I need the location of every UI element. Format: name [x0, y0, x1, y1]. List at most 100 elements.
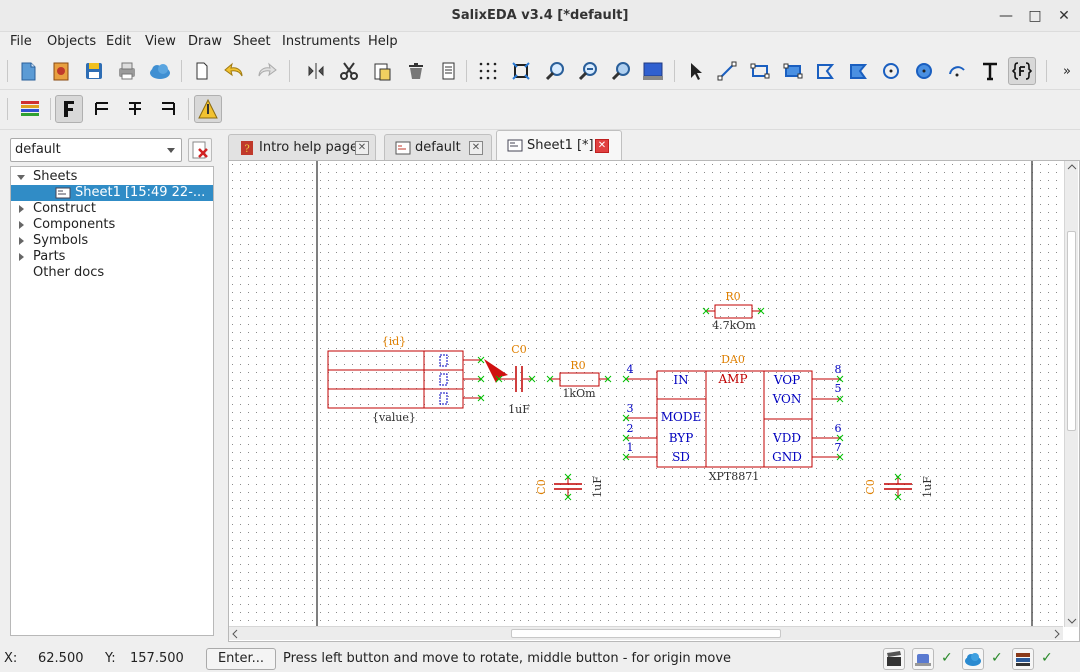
draw-field-icon[interactable]	[1008, 57, 1036, 85]
draw-filled-circle-icon[interactable]	[910, 57, 938, 85]
menu-draw[interactable]: Draw	[188, 34, 222, 49]
paste-icon[interactable]	[368, 57, 396, 85]
resistor-1k[interactable]: R0 1kOm	[546, 359, 612, 400]
clapperboard-icon[interactable]	[883, 648, 905, 670]
tree-item-symbols[interactable]: Symbols	[11, 233, 213, 249]
tree-item-construct[interactable]: Construct	[11, 201, 213, 217]
capacitor-c0-vertical-right[interactable]: C0 1uF	[864, 473, 934, 501]
scroll-down-icon[interactable]	[1067, 617, 1077, 625]
mirror-icon[interactable]	[302, 57, 330, 85]
capacitor-c0-vertical-left[interactable]: C0 1uF	[535, 473, 604, 501]
minimize-button[interactable]: —	[999, 8, 1013, 24]
menu-file[interactable]: File	[10, 34, 32, 49]
menu-help[interactable]: Help	[368, 34, 398, 49]
draw-line-icon[interactable]	[713, 57, 741, 85]
close-tab-icon[interactable]: ✕	[595, 139, 609, 153]
tree-item-label: Sheet1 [15:49 22-...	[75, 185, 206, 200]
collapsed-arrow-icon[interactable]	[19, 237, 24, 245]
connector-symbol[interactable]: {id} {value}	[327, 335, 485, 424]
tree-item-sheet1[interactable]: Sheet1 [15:49 22-...	[11, 185, 213, 201]
scrollbar-thumb[interactable]	[511, 629, 781, 638]
scroll-up-icon[interactable]	[1067, 163, 1077, 171]
draw-text-icon[interactable]	[976, 57, 1004, 85]
menu-edit[interactable]: Edit	[106, 34, 132, 49]
tree-item-sheets[interactable]: Sheets	[11, 169, 213, 185]
grid-icon[interactable]	[474, 57, 502, 85]
zoom-selection-icon[interactable]	[607, 57, 635, 85]
tab-intro-help[interactable]: ? Intro help page ✕	[228, 134, 376, 160]
new-page-icon[interactable]	[187, 57, 215, 85]
toolbar-overflow-button[interactable]: »	[1063, 63, 1071, 79]
close-tab-icon[interactable]: ✕	[355, 141, 369, 155]
close-tab-icon[interactable]: ✕	[469, 141, 483, 155]
align-center-icon[interactable]	[121, 95, 149, 123]
draw-filled-rect-icon[interactable]	[779, 57, 807, 85]
menu-view[interactable]: View	[145, 34, 176, 49]
zoom-in-icon[interactable]	[541, 57, 569, 85]
capacitor-value: 1uF	[921, 476, 934, 498]
library-icon[interactable]	[1012, 648, 1034, 670]
print-icon[interactable]	[113, 57, 141, 85]
tab-default[interactable]: default ✕	[384, 134, 492, 160]
enter-coordinates-button[interactable]: Enter...	[206, 648, 276, 670]
cloud-sync-icon[interactable]	[962, 648, 984, 670]
server-icon[interactable]	[912, 648, 934, 670]
scrollbar-thumb[interactable]	[1067, 231, 1076, 431]
undo-icon[interactable]	[220, 57, 248, 85]
collapsed-arrow-icon[interactable]	[19, 221, 24, 229]
capacitor-c0[interactable]: C0 1uF	[495, 343, 536, 416]
new-document-icon[interactable]	[14, 57, 42, 85]
delete-project-button[interactable]	[188, 138, 212, 162]
tree-item-parts[interactable]: Parts	[11, 249, 213, 265]
project-combo[interactable]: default	[10, 138, 182, 162]
horizontal-scrollbar[interactable]	[229, 626, 1063, 640]
redo-icon[interactable]	[253, 57, 281, 85]
draw-rect-icon[interactable]	[746, 57, 774, 85]
draw-polygon-icon[interactable]	[811, 57, 839, 85]
clipboard-icon[interactable]	[434, 57, 462, 85]
tree-item-other-docs[interactable]: Other docs	[11, 265, 213, 281]
y-coordinate-value: 157.500	[130, 651, 184, 666]
draw-arc-icon[interactable]	[943, 57, 971, 85]
close-window-button[interactable]: ✕	[1058, 8, 1070, 24]
bold-text-icon[interactable]	[55, 95, 83, 123]
delete-icon[interactable]	[402, 57, 430, 85]
zoom-fit-icon[interactable]	[507, 57, 535, 85]
amplifier-da0[interactable]: DA0 AMP IN MODE BYP SD VOP VON VDD GND	[622, 353, 844, 483]
layers-icon[interactable]	[16, 95, 44, 123]
resistor-4-7k[interactable]: R0 4.7kOm	[702, 290, 765, 332]
cloud-icon[interactable]	[146, 57, 174, 85]
pin-num-8: 8	[835, 363, 842, 376]
scroll-left-icon[interactable]	[231, 629, 239, 639]
maximize-button[interactable]: □	[1028, 8, 1042, 24]
vertical-scrollbar[interactable]	[1064, 161, 1078, 627]
cut-icon[interactable]	[335, 57, 363, 85]
expanded-arrow-icon[interactable]	[17, 175, 25, 180]
monitor-icon[interactable]	[639, 57, 667, 85]
menu-sheet[interactable]: Sheet	[233, 34, 271, 49]
tree-item-components[interactable]: Components	[11, 217, 213, 233]
collapsed-arrow-icon[interactable]	[19, 253, 24, 261]
select-arrow-icon[interactable]	[681, 57, 709, 85]
svg-text:?: ?	[244, 144, 249, 155]
menu-instruments[interactable]: Instruments	[282, 34, 361, 49]
draw-filled-polygon-icon[interactable]	[844, 57, 872, 85]
save-icon[interactable]	[80, 57, 108, 85]
window-title: SalixEDA v3.4 [*default]	[451, 8, 629, 23]
status-bar: X: 62.500 Y: 157.500 Enter... Press left…	[0, 644, 1080, 672]
pin-name-vdd: VDD	[772, 431, 801, 445]
zoom-out-icon[interactable]	[574, 57, 602, 85]
menu-objects[interactable]: Objects	[47, 34, 97, 49]
schematic-canvas[interactable]: {id} {value} C0 1uF R	[228, 160, 1080, 642]
pin-name-byp: BYP	[669, 431, 694, 445]
collapsed-arrow-icon[interactable]	[19, 205, 24, 213]
scroll-right-icon[interactable]	[1053, 629, 1061, 639]
align-left-icon[interactable]	[88, 95, 116, 123]
warning-icon[interactable]	[194, 95, 222, 123]
draw-circle-icon[interactable]	[877, 57, 905, 85]
schematic-drawing[interactable]: {id} {value} C0 1uF R	[229, 161, 1065, 627]
menu-bar: File Objects Edit View Draw Sheet Instru…	[0, 32, 1080, 52]
open-project-icon[interactable]	[47, 57, 75, 85]
tab-sheet1[interactable]: Sheet1 [*] ✕	[496, 130, 622, 160]
align-right-icon[interactable]	[154, 95, 182, 123]
